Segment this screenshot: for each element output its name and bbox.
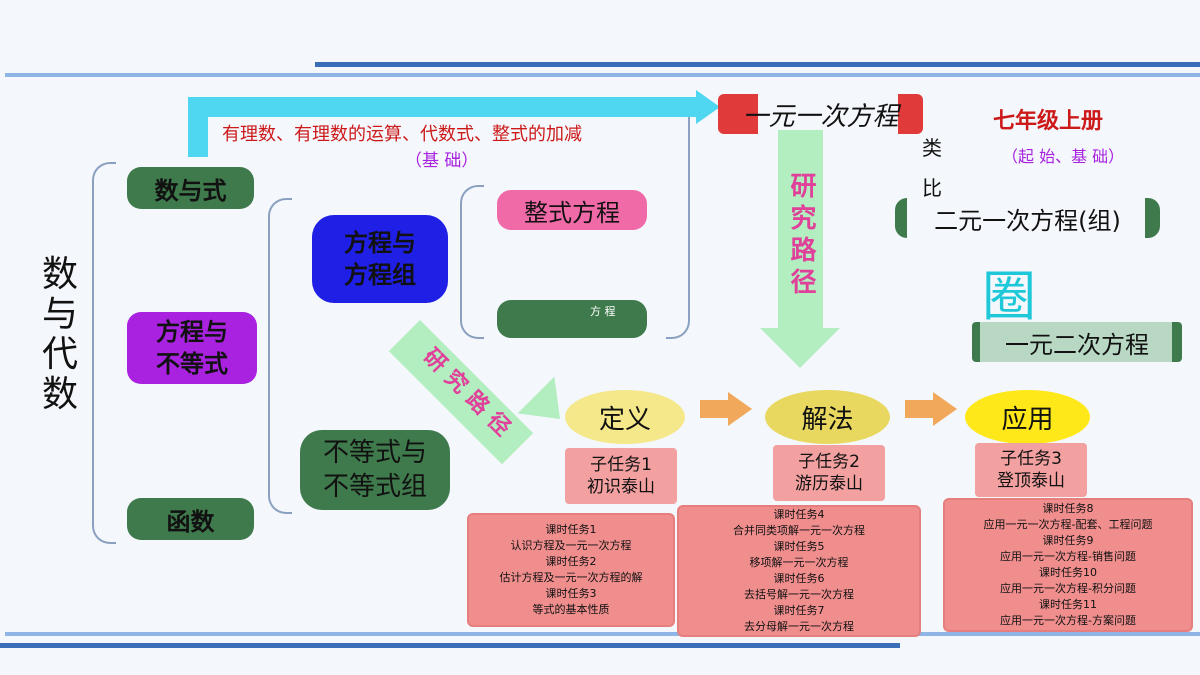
top-banner-note: （基 础） — [405, 151, 479, 171]
quadratic-equation[interactable]: 一元二次方程 — [972, 322, 1182, 362]
stage-definition[interactable]: 定义 — [565, 390, 685, 444]
lesson-item: 移项解一元一次方程 — [749, 556, 849, 569]
stage-arrow-2 — [905, 400, 935, 418]
lesson-item: 应用一元一次方程-积分问题 — [1000, 582, 1136, 595]
branch-function[interactable]: 函数 — [127, 498, 254, 540]
stage-arrow-2-head — [933, 392, 957, 426]
lesson-item: 课时任务6 — [773, 572, 825, 585]
lesson-item: 课时任务2 — [545, 555, 597, 568]
lesson-item: 课时任务9 — [1042, 534, 1094, 547]
lesson-item: 课时任务1 — [545, 523, 597, 536]
subtask-1-name: 初识泰山 — [587, 477, 655, 497]
analogy-lei: 类 — [922, 136, 942, 160]
equation-bracket — [268, 198, 292, 514]
subtask-2-name: 游历泰山 — [795, 474, 863, 494]
lesson-scroll-2[interactable]: 课时任务4 合并同类项解一元一次方程 课时任务5 移项解一元一次方程 课时任务6… — [677, 505, 921, 637]
lesson-item: 应用一元一次方程-配套、工程问题 — [983, 518, 1153, 531]
bottom-divider-blue — [5, 632, 1200, 636]
subtask-1-title: 子任务1 — [590, 455, 652, 475]
lesson-item: 等式的基本性质 — [532, 603, 610, 616]
equations-group-bracket — [460, 185, 484, 339]
lesson-item: 合并同类项解一元一次方程 — [733, 524, 865, 537]
stage-arrow-1-head — [728, 392, 752, 426]
branch-number-expression[interactable]: 数与式 — [127, 167, 254, 209]
leaf-fractional-equation[interactable]: 分式方程 — [497, 300, 647, 338]
root-bracket — [92, 162, 116, 544]
right-bracket — [666, 100, 690, 339]
subtask-3-name: 登顶泰山 — [997, 471, 1065, 491]
research-path-arrow-body — [778, 130, 823, 330]
linear-equation-one-var[interactable]: 一元一次方程 — [718, 94, 923, 134]
leaf-fractional-small: 方 程 — [590, 305, 616, 318]
lesson-item: 认识方程及一元一次方程 — [510, 539, 632, 552]
sub-equation-group[interactable]: 方程与 方程组 — [312, 215, 448, 303]
subtask-1[interactable]: 子任务1 初识泰山 — [565, 448, 677, 504]
leaf-integral-equation[interactable]: 整式方程 — [497, 190, 647, 230]
subtask-3-title: 子任务3 — [1000, 449, 1062, 469]
subtask-2-title: 子任务2 — [798, 452, 860, 472]
lesson-item: 去括号解一元一次方程 — [744, 588, 854, 601]
sub-inequality-group[interactable]: 不等式与 不等式组 — [300, 430, 450, 510]
research-path-arrow-head — [760, 328, 840, 368]
lesson-item: 课时任务10 — [1039, 566, 1097, 579]
branch-equation-inequality[interactable]: 方程与 不等式 — [127, 312, 257, 384]
lesson-item: 应用一元一次方程-方案问题 — [1000, 614, 1136, 627]
stage-application[interactable]: 应用 — [965, 390, 1090, 444]
bottom-divider-dark — [0, 643, 900, 648]
top-cyan-arrow-body — [188, 97, 698, 117]
stage-solution[interactable]: 解法 — [765, 390, 890, 444]
lesson-scroll-3[interactable]: 课时任务8 应用一元一次方程-配套、工程问题 课时任务9 应用一元一次方程-销售… — [943, 498, 1193, 632]
grade-label: 七年级上册 — [993, 109, 1104, 134]
top-divider-blue — [315, 62, 1200, 67]
top-banner-text: 有理数、有理数的运算、代数式、整式的加减 — [222, 124, 582, 145]
lesson-item: 课时任务4 — [773, 508, 825, 521]
subtask-3[interactable]: 子任务3 登顶泰山 — [975, 443, 1087, 497]
subtask-2[interactable]: 子任务2 游历泰山 — [773, 445, 885, 501]
circle-char: 圈 — [982, 265, 1036, 328]
grade-note: （起 始、基 础） — [1002, 147, 1125, 166]
lesson-item: 估计方程及一元一次方程的解 — [499, 571, 643, 584]
top-divider-light — [5, 73, 1200, 77]
lesson-item: 应用一元一次方程-销售问题 — [1000, 550, 1136, 563]
lesson-item: 课时任务7 — [773, 604, 825, 617]
lesson-scroll-1[interactable]: 课时任务1 认识方程及一元一次方程 课时任务2 估计方程及一元一次方程的解 课时… — [467, 513, 675, 627]
lesson-item: 课时任务5 — [773, 540, 825, 553]
root-node: 数与代数 — [42, 254, 81, 415]
linear-system-two-var[interactable]: 二元一次方程(组) — [895, 198, 1160, 238]
research-path-vertical: 研究路径 — [786, 172, 816, 300]
stage-arrow-1 — [700, 400, 730, 418]
lesson-item: 课时任务3 — [545, 587, 597, 600]
lesson-item: 课时任务11 — [1039, 598, 1097, 611]
analogy-bi: 比 — [922, 176, 942, 200]
lesson-item: 课时任务8 — [1042, 502, 1094, 515]
lesson-item: 去分母解一元一次方程 — [744, 620, 854, 633]
top-cyan-arrow-head — [696, 90, 720, 124]
